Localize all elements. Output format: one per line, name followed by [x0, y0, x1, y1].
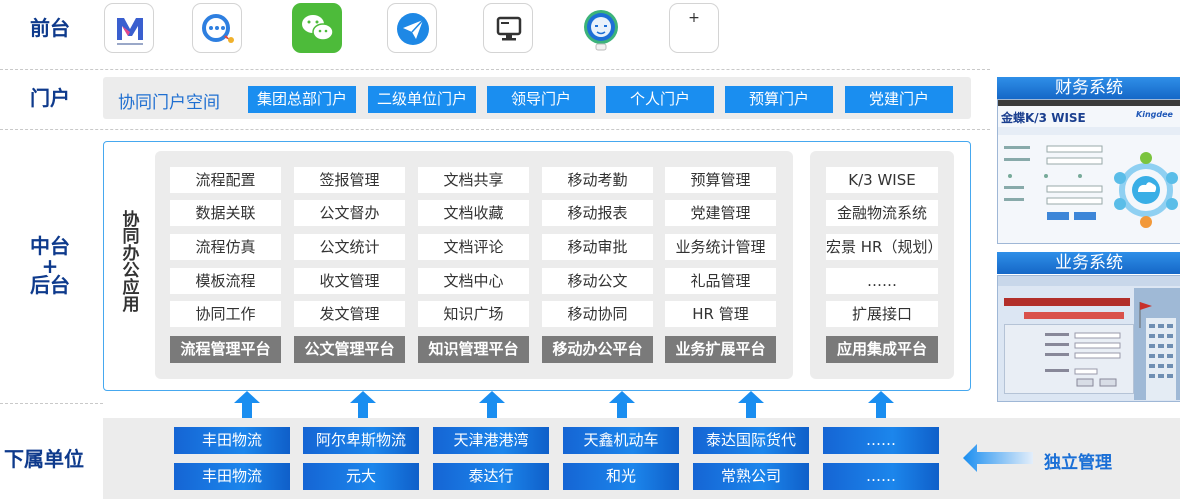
divider — [0, 69, 990, 70]
subsidiary-button[interactable]: …… — [823, 463, 939, 490]
module-cell[interactable]: 收文管理 — [294, 268, 405, 294]
module-cell[interactable]: …… — [826, 268, 938, 294]
module-cell[interactable]: 党建管理 — [665, 200, 776, 226]
row-label-plus: + — [41, 254, 59, 278]
up-arrow-icon — [479, 391, 505, 419]
m-logo-app-icon[interactable] — [104, 3, 154, 53]
module-cell[interactable]: 知识广场 — [418, 301, 529, 327]
business-system-title: 业务系统 — [997, 252, 1180, 274]
module-cell[interactable]: HR 管理 — [665, 301, 776, 327]
module-cell[interactable]: 发文管理 — [294, 301, 405, 327]
up-arrow-icon — [868, 391, 894, 419]
module-cell[interactable]: 预算管理 — [665, 167, 776, 193]
module-cell[interactable]: K/3 WISE — [826, 167, 938, 193]
module-cell[interactable]: 签报管理 — [294, 167, 405, 193]
up-arrow-icon — [609, 391, 635, 419]
module-cell[interactable]: 金融物流系统 — [826, 200, 938, 226]
portal-button-budget[interactable]: 预算门户 — [725, 86, 833, 113]
platform-label-mobile[interactable]: 移动办公平台 — [542, 336, 653, 363]
platform-label-business[interactable]: 业务扩展平台 — [665, 336, 776, 363]
row-label-subsidiaries: 下属单位 — [4, 447, 84, 471]
module-cell[interactable]: 扩展接口 — [826, 301, 938, 327]
subsidiary-button[interactable]: 阿尔卑斯物流 — [303, 427, 419, 454]
row-label-back: 后台 — [30, 273, 70, 297]
platform-label-document[interactable]: 公文管理平台 — [294, 336, 405, 363]
subsidiary-button[interactable]: 元大 — [303, 463, 419, 490]
portal-button-secondary-unit[interactable]: 二级单位门户 — [368, 86, 476, 113]
business-form — [1004, 324, 1134, 394]
module-cell[interactable]: 移动协同 — [542, 301, 653, 327]
up-arrow-icon — [738, 391, 764, 419]
login-form — [1002, 142, 1112, 222]
module-cell[interactable]: 数据关联 — [170, 200, 281, 226]
module-cell[interactable]: 文档共享 — [418, 167, 529, 193]
portal-button-group-hq[interactable]: 集团总部门户 — [248, 86, 356, 113]
subsidiary-button[interactable]: 和光 — [563, 463, 679, 490]
cloud-illustration — [1114, 152, 1178, 228]
wechat-icon[interactable] — [292, 3, 342, 53]
platform-label-knowledge[interactable]: 知识管理平台 — [418, 336, 529, 363]
portal-button-leader[interactable]: 领导门户 — [487, 86, 595, 113]
platform-vertical-title: 协同办公应用 — [113, 210, 143, 312]
subsidiary-button[interactable]: 天津港港湾 — [433, 427, 549, 454]
divider — [0, 403, 103, 404]
row-label-portal: 门户 — [30, 86, 70, 110]
module-cell[interactable]: 协同工作 — [170, 301, 281, 327]
business-system-screenshot — [997, 275, 1180, 402]
module-cell[interactable]: 流程仿真 — [170, 234, 281, 260]
module-cell[interactable]: 业务统计管理 — [665, 234, 776, 260]
finance-vendor: Kingdee — [1136, 110, 1173, 119]
subsidiary-button[interactable]: 丰田物流 — [174, 463, 290, 490]
up-arrow-icon — [350, 391, 376, 419]
module-cell[interactable]: 文档中心 — [418, 268, 529, 294]
module-cell[interactable]: 移动考勤 — [542, 167, 653, 193]
building-illustration — [1134, 288, 1180, 400]
subsidiary-button[interactable]: 天鑫机动车 — [563, 427, 679, 454]
module-cell[interactable]: 礼品管理 — [665, 268, 776, 294]
left-arrow-icon — [963, 444, 1033, 472]
subsidiary-button[interactable]: …… — [823, 427, 939, 454]
module-cell[interactable]: 公文督办 — [294, 200, 405, 226]
system-subtitle-bar — [1024, 312, 1124, 319]
menu-bar — [998, 127, 1180, 135]
window-titlebar — [998, 276, 1180, 286]
module-cell[interactable]: 移动审批 — [542, 234, 653, 260]
independent-management-label: 独立管理 — [1044, 453, 1112, 473]
module-cell[interactable]: 流程配置 — [170, 167, 281, 193]
module-cell[interactable]: 文档评论 — [418, 234, 529, 260]
subsidiary-button[interactable]: 泰达国际货代 — [693, 427, 809, 454]
add-icon[interactable]: + — [669, 3, 719, 53]
platform-label-integration[interactable]: 应用集成平台 — [826, 336, 938, 363]
module-cell[interactable]: 模板流程 — [170, 268, 281, 294]
platform-title-text: 协同办公应用 — [118, 210, 139, 312]
finance-system-screenshot: 金蝶K/3 WISE Kingdee — [997, 99, 1180, 244]
chat-bubble-app-icon[interactable] — [192, 3, 242, 53]
portal-title: 协同门户空间 — [118, 93, 220, 113]
robot-app-icon[interactable] — [576, 5, 626, 53]
row-label-middle: 中台 — [30, 234, 70, 258]
subsidiary-button[interactable]: 常熟公司 — [693, 463, 809, 490]
paper-plane-app-icon[interactable] — [387, 3, 437, 53]
up-arrow-icon — [234, 391, 260, 419]
row-label-middle-back: 中台 + 后台 — [0, 235, 100, 297]
monitor-app-icon[interactable] — [483, 3, 533, 53]
module-cell[interactable]: 公文统计 — [294, 234, 405, 260]
subsidiary-button[interactable]: 泰达行 — [433, 463, 549, 490]
system-banner — [1004, 298, 1130, 306]
module-cell[interactable]: 宏景 HR（规划） — [826, 234, 942, 260]
portal-button-party[interactable]: 党建门户 — [845, 86, 953, 113]
finance-system-title: 财务系统 — [997, 77, 1180, 99]
finance-brand: 金蝶K/3 WISE — [1001, 111, 1086, 125]
window-titlebar — [998, 100, 1180, 106]
module-cell[interactable]: 移动报表 — [542, 200, 653, 226]
row-label-front: 前台 — [30, 16, 70, 40]
divider — [0, 129, 990, 130]
module-cell[interactable]: 文档收藏 — [418, 200, 529, 226]
platform-label-process[interactable]: 流程管理平台 — [170, 336, 281, 363]
module-cell[interactable]: 移动公文 — [542, 268, 653, 294]
subsidiary-button[interactable]: 丰田物流 — [174, 427, 290, 454]
portal-button-personal[interactable]: 个人门户 — [606, 86, 714, 113]
